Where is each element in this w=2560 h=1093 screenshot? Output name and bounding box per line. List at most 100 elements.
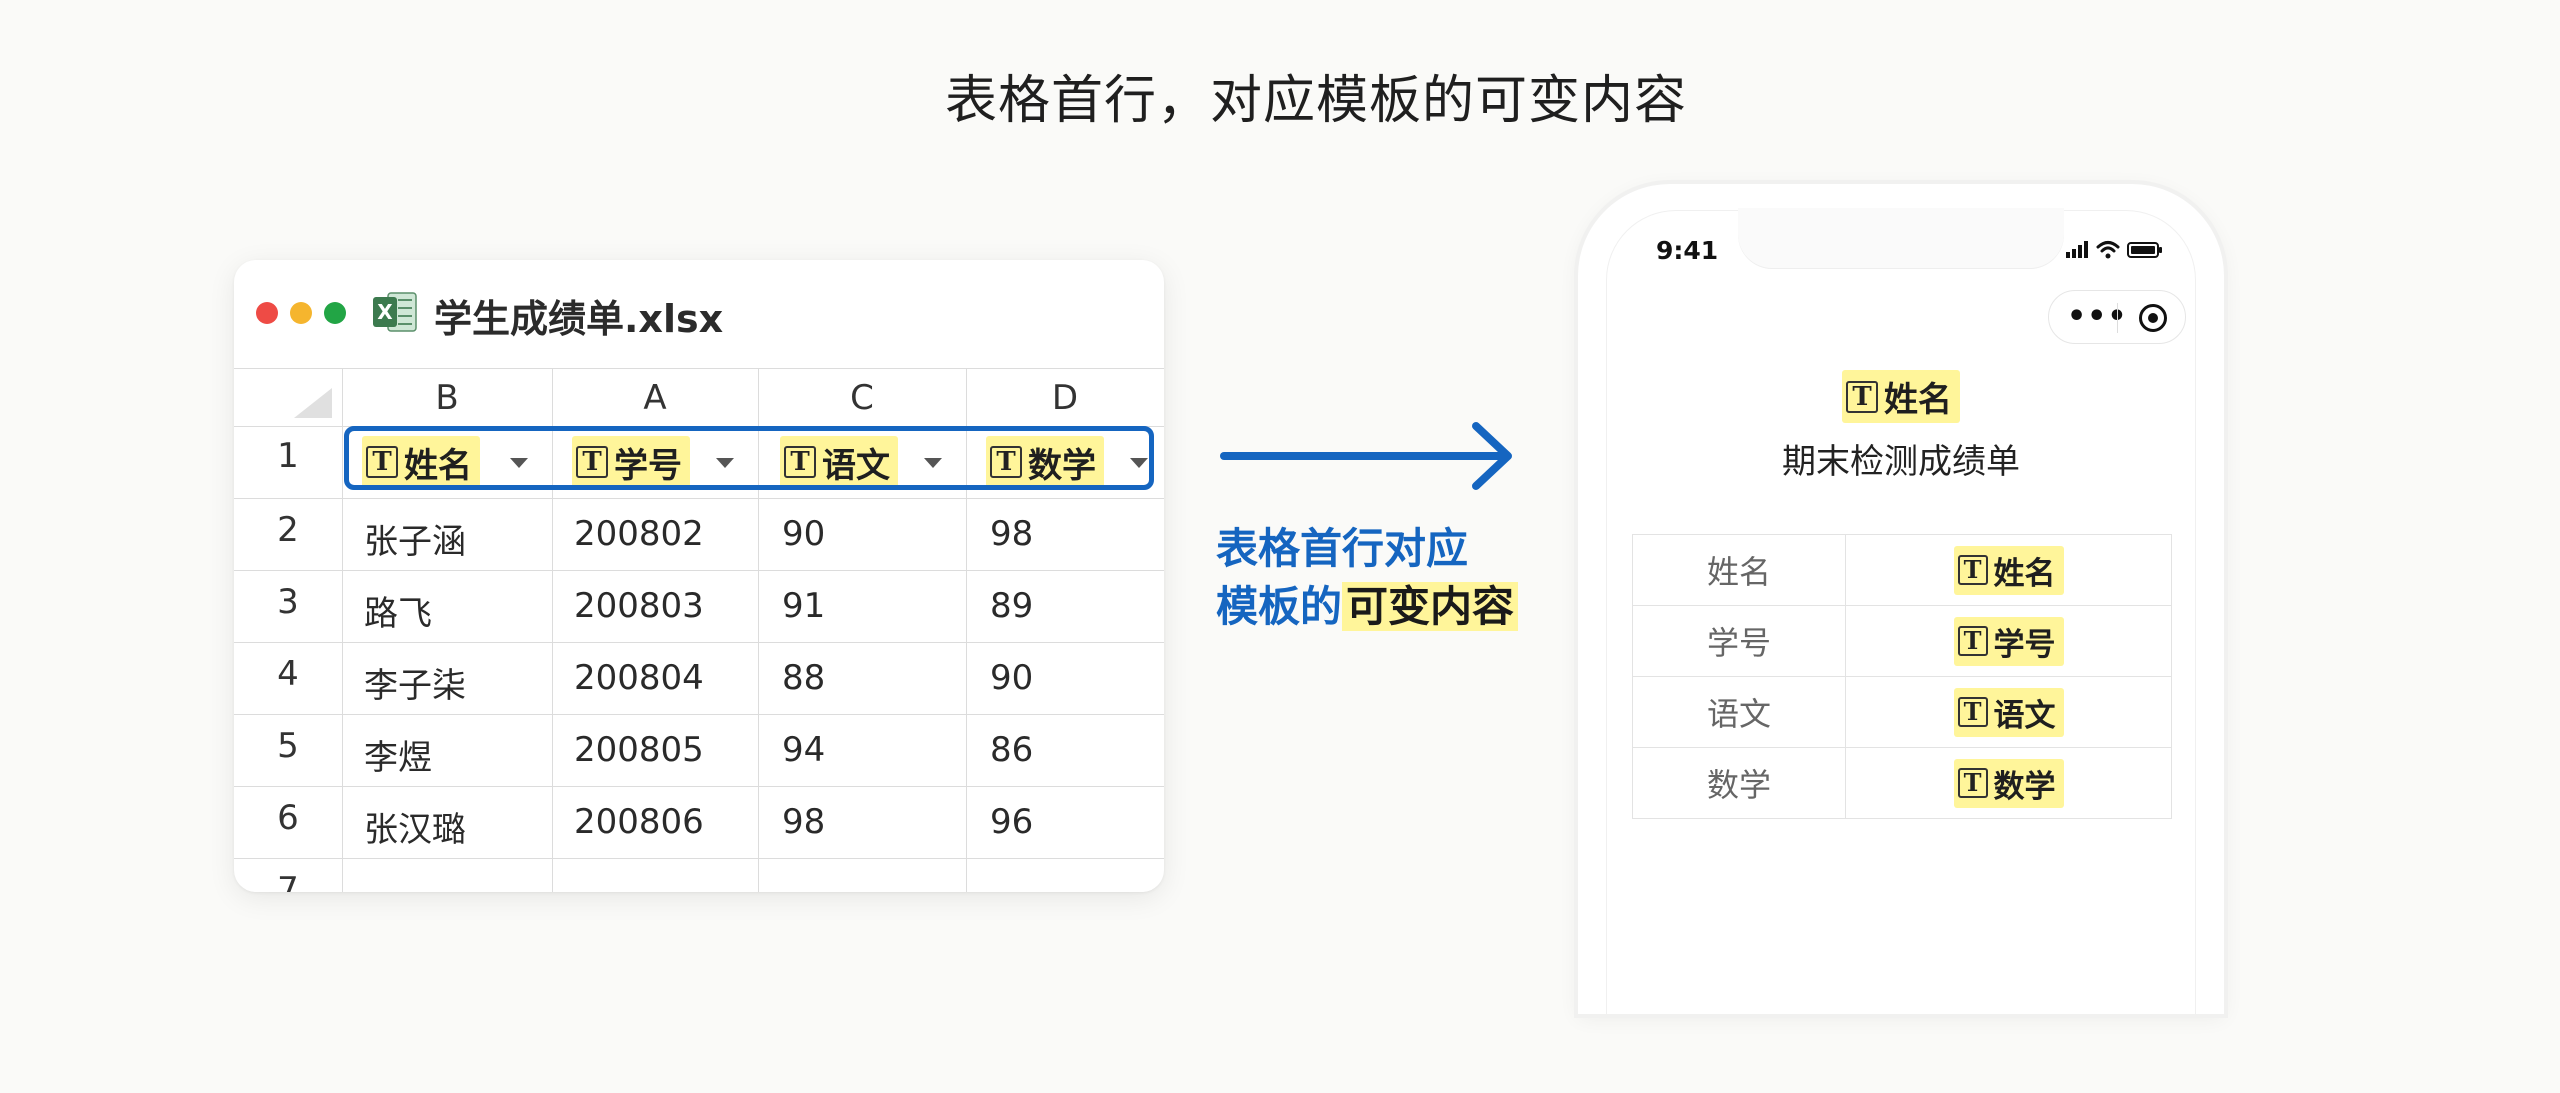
table-cell[interactable]: 张子涵: [364, 522, 466, 562]
table-cell[interactable]: 96: [990, 802, 1034, 842]
text-field-icon: T: [784, 446, 816, 478]
table-cell[interactable]: 90: [990, 658, 1034, 698]
minimize-window-button[interactable]: [290, 302, 312, 324]
grid-line: [342, 368, 343, 892]
text-field-icon: T: [1957, 555, 1988, 585]
note-line-1: 表格首行对应: [1216, 524, 1469, 573]
table-cell[interactable]: 路飞: [364, 594, 432, 634]
column-header-b[interactable]: B: [435, 378, 459, 418]
table-cell[interactable]: 张汉璐: [364, 810, 466, 850]
row-header[interactable]: 1: [277, 436, 299, 476]
status-icons: [2066, 241, 2162, 259]
table-cell[interactable]: 200803: [574, 586, 704, 626]
field-label: 数学: [1993, 768, 2056, 805]
table-cell[interactable]: 88: [782, 658, 826, 698]
table-cell[interactable]: 86: [990, 730, 1034, 770]
table-cell[interactable]: 200802: [574, 514, 704, 554]
table-cell[interactable]: 李煜: [364, 738, 432, 778]
column-header-a[interactable]: A: [643, 378, 667, 418]
excel-icon-letter: X: [377, 300, 393, 324]
header-row-outline: [344, 426, 1154, 490]
grid-line: [966, 368, 967, 892]
table-cell[interactable]: 200804: [574, 658, 704, 698]
grid-line: [234, 368, 1164, 369]
mapping-note: 表格首行对应 模板的可变内容: [1216, 520, 1519, 636]
table-cell[interactable]: 98: [782, 802, 826, 842]
field-label: 姓名: [1884, 380, 1952, 420]
text-field-icon: T: [366, 446, 398, 478]
table-cell[interactable]: 91: [782, 586, 826, 626]
more-icon[interactable]: •••: [2067, 299, 2128, 334]
row-label: 数学: [1632, 747, 1846, 819]
capsule-divider: [2117, 303, 2118, 333]
row-label: 语文: [1632, 676, 1846, 748]
table-cell[interactable]: 94: [782, 730, 826, 770]
status-time: 9:41: [1656, 236, 1719, 265]
table-cell[interactable]: 98: [990, 514, 1034, 554]
field-label: 学号: [1993, 626, 2056, 663]
grid-line: [758, 368, 759, 892]
grid-line: [552, 368, 553, 892]
column-header-d[interactable]: D: [1051, 378, 1079, 418]
row-header[interactable]: 2: [277, 510, 299, 550]
table-cell[interactable]: 200806: [574, 802, 704, 842]
maximize-window-button[interactable]: [324, 302, 346, 324]
row-label: 学号: [1632, 605, 1846, 677]
note-highlight: 可变内容: [1342, 582, 1519, 631]
wifi-dot-icon: [2105, 253, 2111, 259]
text-field-icon: T: [576, 446, 608, 478]
row-label: 姓名: [1632, 534, 1846, 606]
row-header[interactable]: 7: [277, 870, 299, 892]
template-subtitle: 期末检测成绩单: [1782, 442, 2020, 482]
text-field-icon: T: [1957, 768, 1988, 798]
wifi-icon: [2096, 241, 2120, 253]
row-header[interactable]: 4: [277, 654, 299, 694]
column-header-c[interactable]: C: [850, 378, 874, 418]
page-title: 表格首行，对应模板的可变内容: [944, 71, 1687, 131]
table-cell[interactable]: 89: [990, 586, 1034, 626]
table-cell[interactable]: 90: [782, 514, 826, 554]
text-field-icon: T: [990, 446, 1022, 478]
table-cell[interactable]: 200805: [574, 730, 704, 770]
grid-line: [234, 570, 1164, 571]
phone-notch: [1738, 208, 2064, 268]
excel-icon: X: [373, 292, 417, 332]
close-window-button[interactable]: [256, 302, 278, 324]
dropdown-caret-icon[interactable]: [1130, 458, 1148, 468]
table-cell[interactable]: 李子柒: [364, 666, 466, 706]
file-name: 学生成绩单.xlsx: [434, 297, 724, 341]
grid-line: [234, 714, 1164, 715]
battery-icon: [2127, 242, 2162, 258]
row-header[interactable]: 5: [277, 726, 299, 766]
dropdown-caret-icon[interactable]: [924, 458, 942, 468]
window-titlebar: X 学生成绩单.xlsx: [234, 260, 1164, 368]
row-header[interactable]: 3: [277, 582, 299, 622]
dropdown-caret-icon[interactable]: [716, 458, 734, 468]
close-miniprogram-icon[interactable]: [2139, 304, 2167, 332]
field-label: 姓名: [1993, 555, 2056, 592]
field-label: 语文: [1993, 697, 2056, 734]
grid-line: [234, 786, 1164, 787]
grid-line: [234, 642, 1164, 643]
dropdown-caret-icon[interactable]: [510, 458, 528, 468]
select-all-corner[interactable]: [294, 388, 332, 418]
row-header[interactable]: 6: [277, 798, 299, 838]
